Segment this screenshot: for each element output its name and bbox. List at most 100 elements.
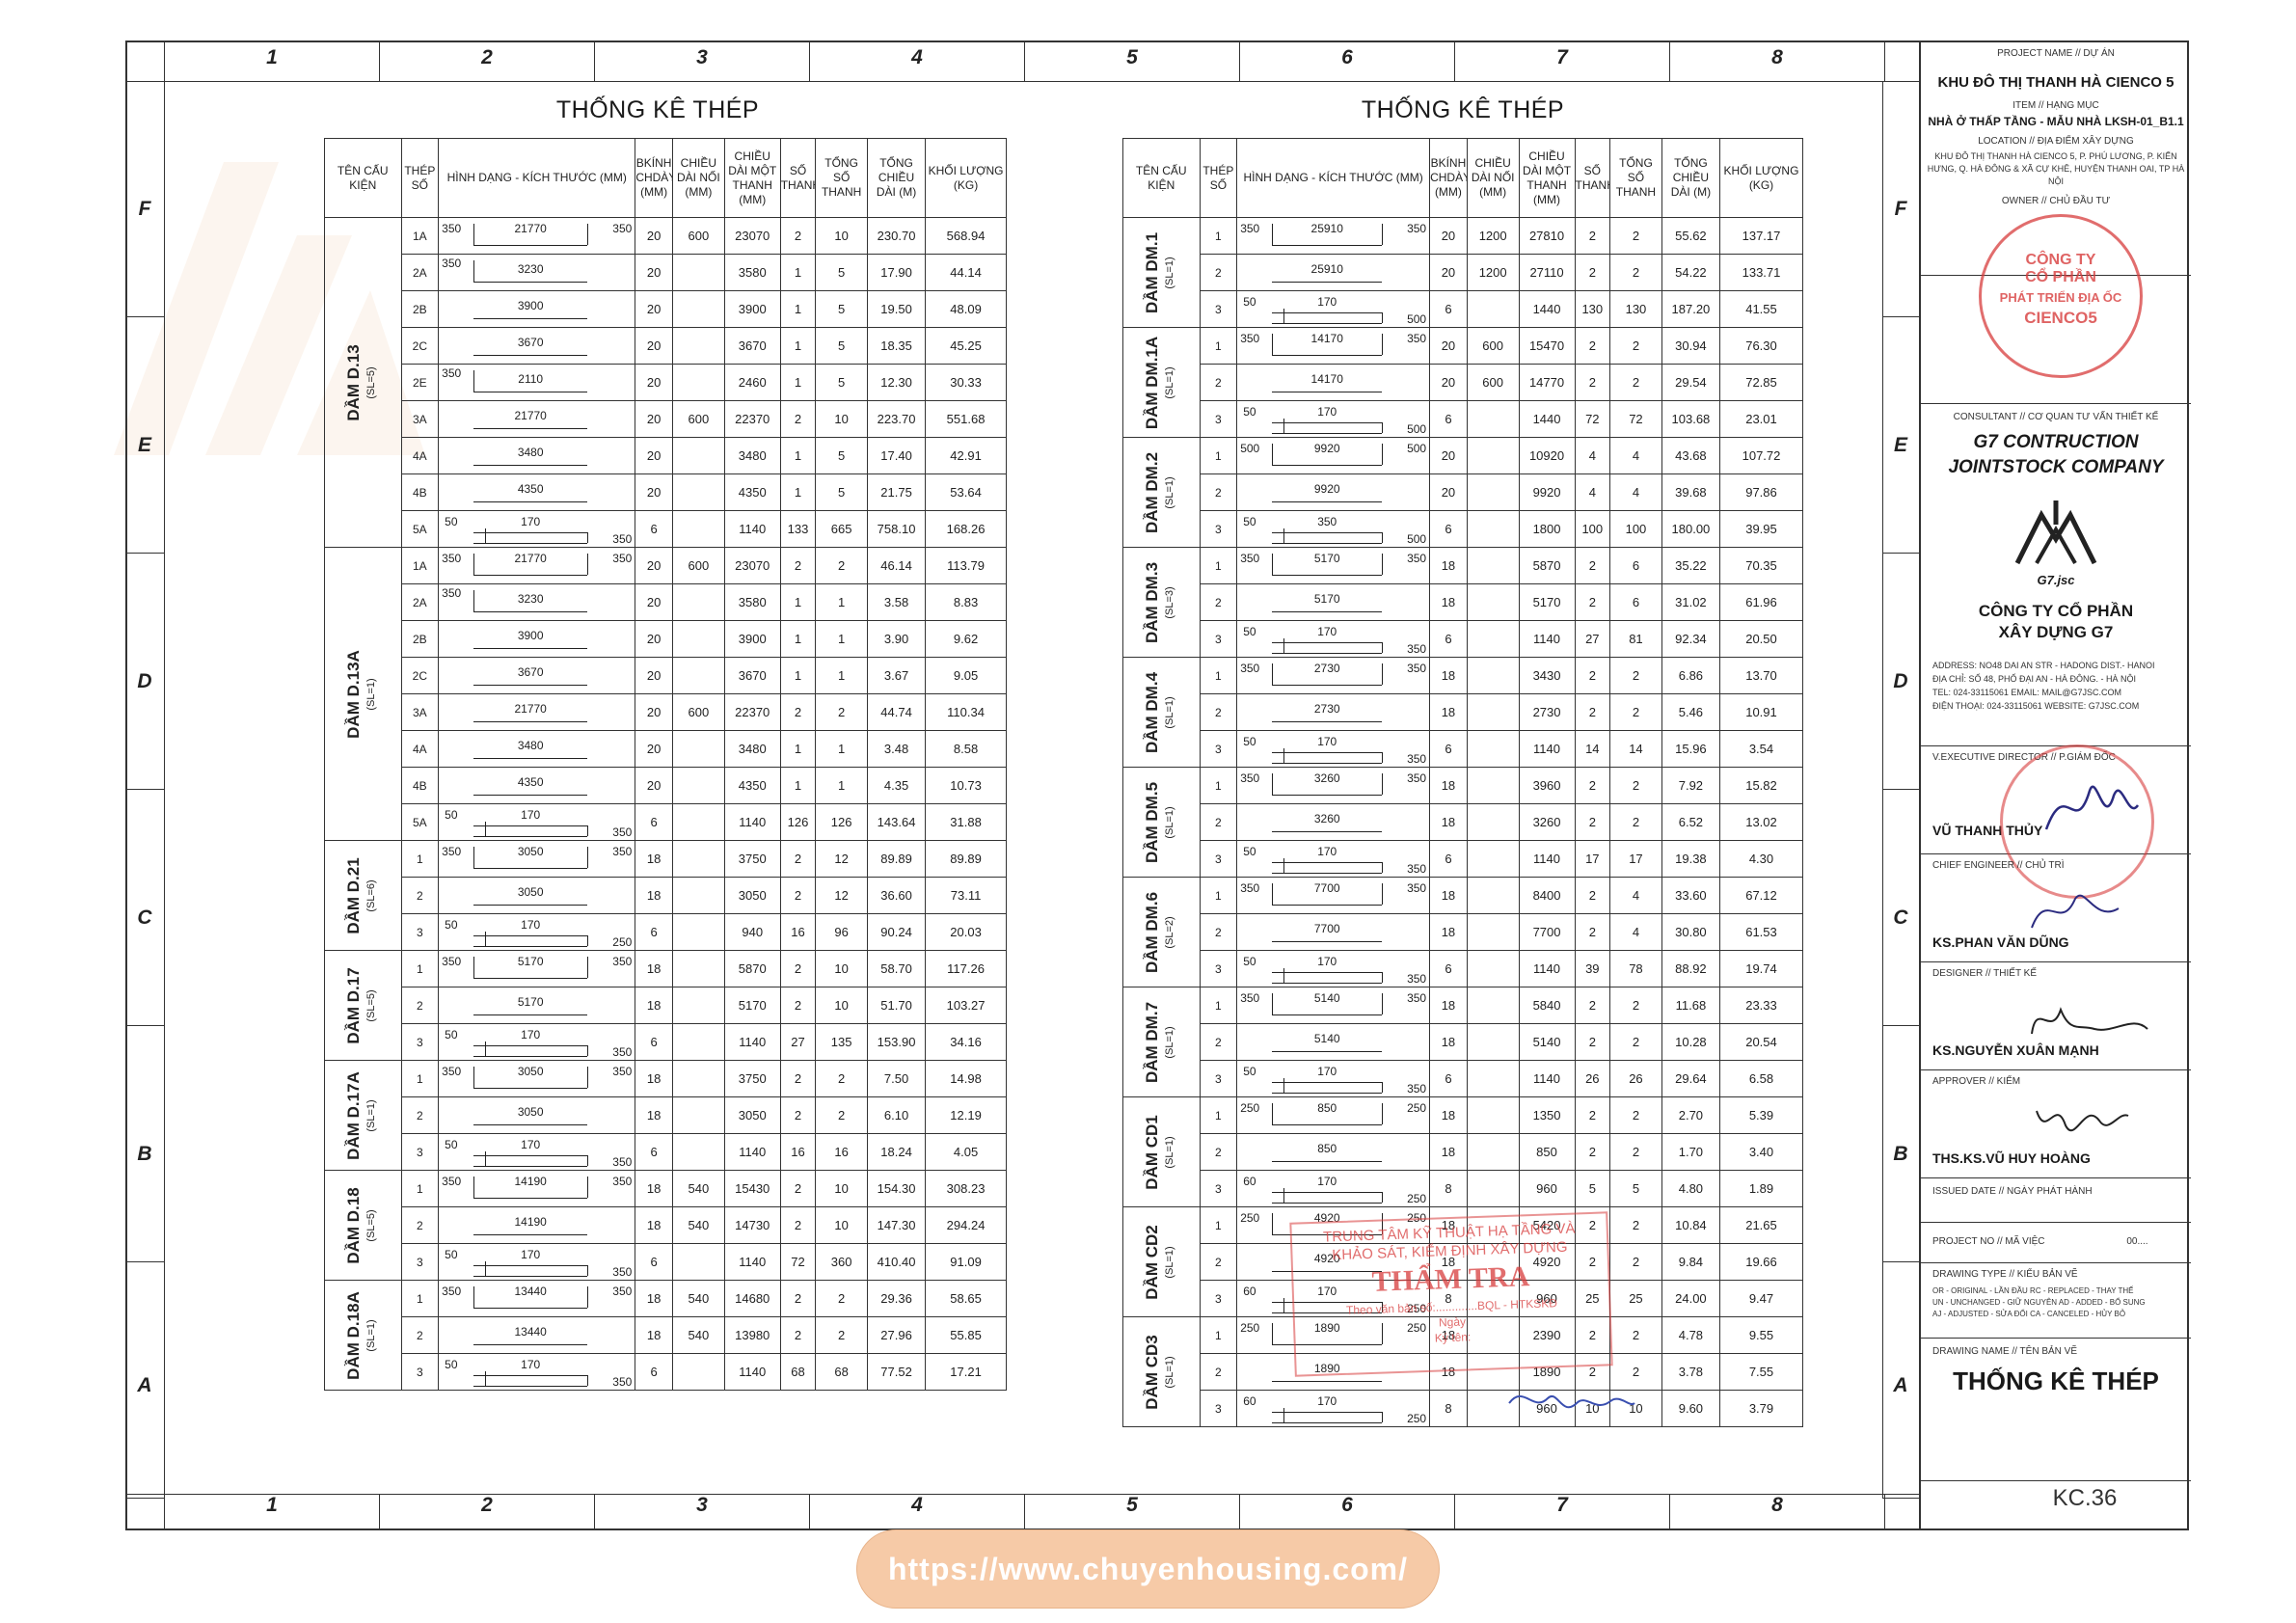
total-length-cell: 1.70 [1661,1133,1720,1171]
bar-length-cell: 13980 [723,1316,781,1354]
bar-line [473,1234,588,1235]
lap-length-cell [671,767,725,804]
stirrup-top [473,935,588,936]
bar-length-cell: 3050 [723,1096,781,1134]
total-length-cell: 90.24 [866,913,927,951]
bar-no-cell: 2 [1199,473,1238,511]
footer-url[interactable]: https://www.chuyenhousing.com/ [887,1552,1409,1586]
shape-dim-main: 4920 [1313,1252,1340,1265]
bar-count-cell: 2 [1574,547,1611,584]
bar-count-cell: 1 [779,290,817,328]
total-count-cell: 6 [1609,547,1662,584]
total-count-cell: 10 [815,1170,868,1207]
shape-dim-right: 350 [612,1375,633,1389]
footer-url-badge[interactable]: https://www.chuyenhousing.com/ [856,1529,1440,1609]
shape-cell: 4920 [1236,1243,1431,1281]
member-name: DẦM DM.6 [1143,891,1162,973]
stirrup-top [473,1375,588,1376]
diameter-cell: 6 [635,803,673,841]
shape-dim-left: 350 [1240,991,1260,1005]
shape-dim-main: 170 [521,1138,541,1151]
bar-hook-left [473,957,475,978]
member-label-wrap: DẦM DM.3(SL=3) [1123,549,1199,657]
shape-cell: 3900 [438,620,636,658]
bar-line [473,1088,588,1089]
shape-dim-main: 3260 [1313,812,1340,825]
weight-cell: 30.33 [925,364,1007,401]
weight-cell: 61.96 [1718,583,1804,621]
approver-signature-icon [2036,1110,2129,1132]
weight-cell: 568.94 [925,217,1007,255]
tb-drawingname-label: DRAWING NAME // TÊN BẢN VẼ [1932,1346,2078,1357]
tb-location-value: KHU ĐÔ THỊ THANH HÀ CIENCO 5, P. PHÚ LƯƠ… [1927,151,2185,186]
shape-dim-left: 350 [442,552,462,565]
total-length-cell: 410.40 [866,1243,927,1281]
stirrup-right [1382,532,1384,543]
stirrup-top [473,1045,588,1046]
grid-col-tick [809,41,810,81]
diameter-cell: 6 [635,1023,673,1061]
stirrup-bottom [473,1276,588,1277]
diameter-cell: 18 [1429,803,1468,841]
diameter-cell: 18 [1429,1243,1468,1281]
member-name-cell: DẦM DM.6(SL=2) [1122,877,1201,987]
bar-no-cell: 2 [1199,254,1238,291]
bar-length-cell: 960 [1518,1390,1576,1427]
lap-length-cell [1466,950,1520,987]
bar-length-cell: 5420 [1518,1206,1576,1244]
column-header: SỐ THANH [779,138,817,218]
weight-cell: 53.64 [925,473,1007,511]
bar-count-cell: 39 [1574,950,1611,987]
stirrup-hook [1283,858,1285,873]
member-label-wrap: DẦM CD1(SL=1) [1123,1098,1199,1206]
diameter-cell: 8 [1429,1280,1468,1317]
total-length-cell: 18.35 [866,327,927,365]
weight-cell: 3.54 [1718,730,1804,768]
tb-address-line3: TEL: 024-33115061 EMAIL: MAIL@G7JSC.COM [1932,688,2122,697]
shape-dim-main: 3050 [517,1065,544,1078]
member-label: DẦM DM.1A(SL=1) [1143,336,1178,428]
shape-cell: 4350 [438,473,636,511]
stirrup-right [587,1265,589,1276]
bar-count-cell: 2 [779,547,817,584]
shape-dim-main: 21770 [514,222,547,235]
member-name: DẦM D.21 [344,856,364,934]
bar-length-cell: 3900 [723,290,781,328]
shape-dim-main: 3480 [517,446,544,459]
weight-cell: 20.54 [1718,1023,1804,1061]
grid-row-label-B-left: B [137,1143,152,1165]
shape-cell: 7700 [1236,913,1431,951]
weight-cell: 137.17 [1718,217,1804,255]
bar-no-cell: 3 [1199,840,1238,878]
bar-count-cell: 2 [1574,1316,1611,1354]
total-length-cell: 46.14 [866,547,927,584]
lap-length-cell [1466,437,1520,474]
total-count-cell: 16 [815,1133,868,1171]
total-length-cell: 143.64 [866,803,927,841]
stirrup-bottom [1272,433,1383,434]
shape-dim-main: 14190 [514,1175,547,1188]
member-name: DẦM DM.7 [1143,1001,1162,1083]
shape-dim-main: 850 [1317,1142,1337,1155]
lap-length-cell [671,657,725,694]
diameter-cell: 20 [635,290,673,328]
grid-col-tick [164,1494,165,1530]
bar-hook-right [587,224,589,245]
bar-count-cell: 27 [1574,620,1611,658]
